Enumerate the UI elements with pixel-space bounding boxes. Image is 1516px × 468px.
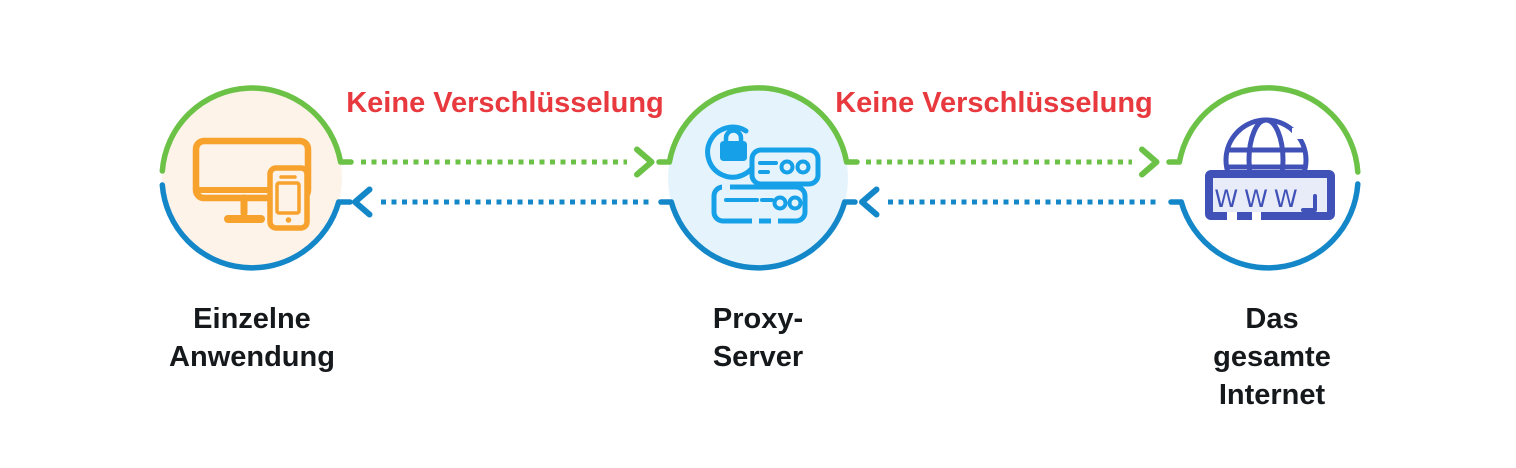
internet-label-line-2: gesamte [1213,341,1331,373]
arrow-proxy-to-internet-head [1139,146,1160,178]
server-outline-gap-1 [752,216,759,226]
phone-screen [275,181,301,215]
www-box-gap-1 [1227,212,1237,222]
lock-circle [705,124,759,180]
www-box-text: WWW [1214,185,1303,213]
phone-home-button [285,217,292,223]
client-node [159,85,354,271]
proxy-node-label: Proxy- Server [598,300,918,376]
server-with-lock-icon [705,124,821,226]
www-box-gap-2 [1252,212,1261,222]
server-top-led-2 [795,159,811,175]
internet-label-line-1: Das [1245,303,1299,335]
client-node-label: Einzelne Anwendung [92,300,412,376]
server-bottom-led-1 [772,195,788,211]
lock-body-icon [720,141,747,161]
arrow-client-to-proxy-head [634,146,655,178]
proxy-label-line-1: Proxy- [712,303,804,335]
www-box [1205,170,1335,220]
arrow-proxy-to-client-head [352,186,373,218]
proxy-circle-blue-arc [658,199,858,271]
desktop-and-phone-icon [192,137,312,231]
client-circle-blue-arc [159,182,353,271]
internet-circle-blue-arc [1168,181,1361,271]
connection-proxy-internet [859,146,1160,218]
arrow-internet-to-proxy-head [859,186,880,218]
www-cursor-bracket [1301,194,1317,212]
internet-circle-green-arc [1166,85,1361,175]
server-outline-gap-3 [722,183,730,191]
server-bottom-led-2 [787,195,803,211]
server-top-led-1 [779,159,795,175]
server-unit-top [749,147,821,187]
proxy-node [656,85,860,271]
proxy-circle-green-arc [656,85,860,165]
proxy-label-line-2: Server [712,341,804,373]
connection-client-proxy [352,146,655,218]
client-circle-green-arc [159,85,354,174]
server-unit-bottom [711,184,808,224]
client-label-line-2: Anwendung [169,341,335,373]
internet-label-line-3: Internet [1218,379,1326,411]
client-label-line-1: Einzelne [193,303,311,335]
globe-outline-gap [1292,128,1303,139]
no-encryption-label-1: Keine Verschlüsselung [346,87,664,119]
internet-node-label: Das gesamte Internet [1112,300,1432,414]
server-outline-gap-2 [771,216,778,226]
lock-shackle [723,128,744,145]
internet-node: WWW [1166,85,1361,271]
www-globe-icon: WWW [1205,117,1335,222]
no-encryption-label-2: Keine Verschlüsselung [835,87,1153,119]
